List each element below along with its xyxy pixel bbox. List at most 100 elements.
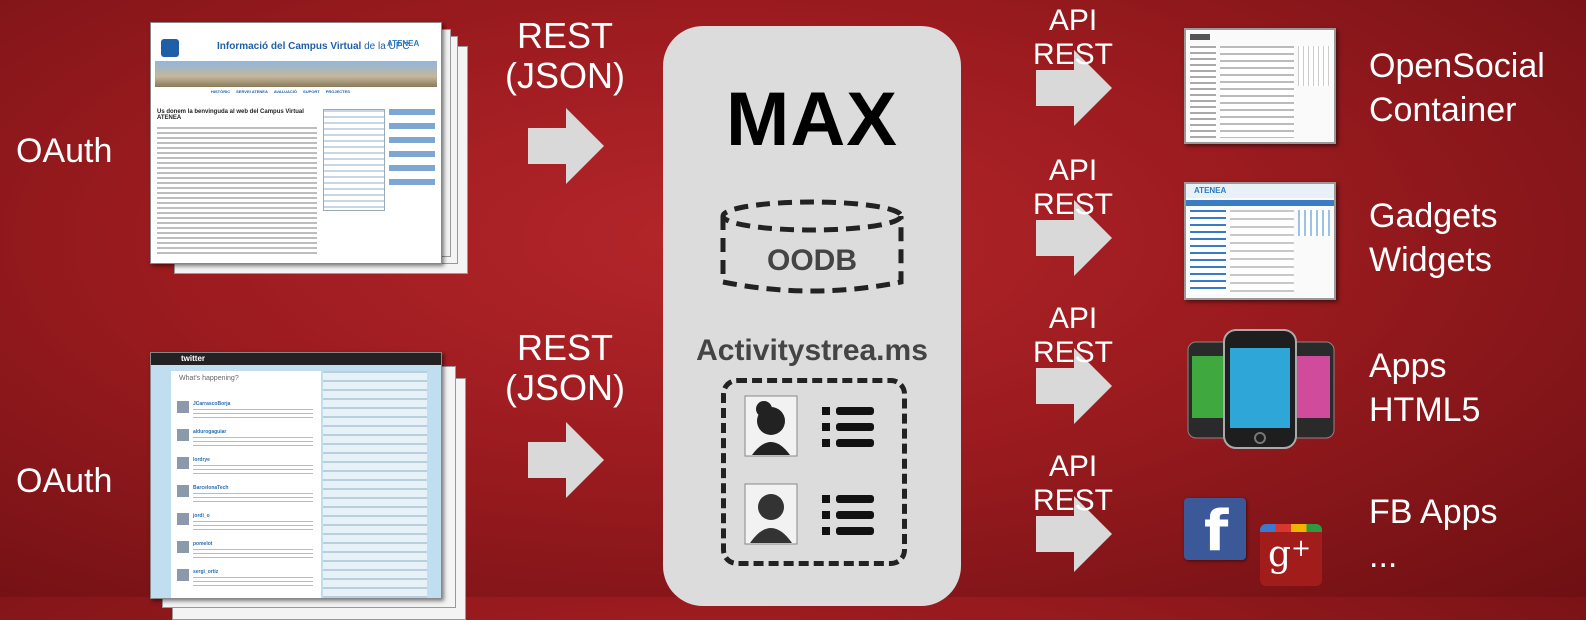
tweet-author: aldurogaguiar bbox=[193, 429, 227, 435]
tweet-avatar bbox=[177, 513, 189, 525]
twitter-prompt: What's happening? bbox=[179, 375, 239, 382]
api-label: API bbox=[1048, 302, 1098, 335]
oodb-label: OODB bbox=[767, 244, 857, 277]
gadgets-screenshot: ATENEA bbox=[1184, 182, 1336, 300]
tweet-row: lordrye bbox=[177, 457, 317, 481]
gadgets-stream bbox=[1230, 210, 1294, 294]
api-label: API bbox=[1048, 4, 1098, 37]
google-plus-icon: g+ bbox=[1260, 524, 1322, 586]
arrow-right-icon bbox=[1036, 496, 1112, 572]
campus-nav: HISTÒRIC SERVEI ATENEA AVALUACIÓ SUPORT … bbox=[211, 89, 350, 94]
rest-label: REST bbox=[1032, 484, 1113, 517]
campus-title: Informació del Campus Virtual de la UPC bbox=[217, 41, 410, 52]
rest-label: REST bbox=[1032, 188, 1113, 221]
arrow-right-icon bbox=[528, 108, 604, 184]
tweet-row: sergi_ortiz bbox=[177, 569, 317, 593]
target-line: Apps bbox=[1369, 347, 1447, 385]
tweet-text bbox=[193, 409, 313, 421]
json-label: (JSON) bbox=[505, 367, 625, 408]
activitystreams-label: Activitystrea.ms bbox=[696, 334, 928, 367]
tweet-author: sergi_ortiz bbox=[193, 569, 219, 575]
tweet-text bbox=[193, 577, 313, 589]
opensocial-sidebar bbox=[1190, 46, 1216, 138]
rest-label: REST bbox=[516, 15, 613, 56]
female-avatar-icon bbox=[744, 395, 798, 457]
database-icon bbox=[720, 199, 904, 294]
campus-virtual-screenshot: Informació del Campus Virtual de la UPC … bbox=[150, 22, 480, 274]
activity-stream-box bbox=[721, 378, 907, 566]
target-gadgets: Gadgets Widgets bbox=[1369, 194, 1498, 282]
google-colorbar bbox=[1260, 524, 1322, 532]
twitter-screenshot: twitter What's happening? JCarrascoBorja… bbox=[150, 352, 480, 620]
tweet-row: pomelot bbox=[177, 541, 317, 565]
tweet-text bbox=[193, 521, 313, 533]
tweet-row: jordi_o bbox=[177, 513, 317, 537]
api-rest-label: API REST bbox=[1028, 4, 1118, 72]
campus-title-suffix: de la UPC bbox=[361, 41, 410, 52]
json-label: (JSON) bbox=[505, 55, 625, 96]
tweet-author: lordrye bbox=[193, 457, 210, 463]
tweet-text bbox=[193, 549, 313, 561]
target-line: Gadgets bbox=[1369, 197, 1498, 235]
tweet-avatar bbox=[177, 401, 189, 413]
target-line: Widgets bbox=[1369, 241, 1492, 279]
campus-nav-item[interactable]: SUPORT bbox=[303, 89, 320, 94]
rest-label: REST bbox=[516, 327, 613, 368]
tweet-row: JCarrascoBorja bbox=[177, 401, 317, 425]
target-line: HTML5 bbox=[1369, 391, 1481, 429]
atenea-logo: ATENEA bbox=[387, 39, 420, 48]
tweet-text bbox=[193, 465, 313, 477]
campus-welcome-heading: Us donem la benvinguda al web del Campus… bbox=[157, 109, 304, 121]
gadgets-header bbox=[1186, 184, 1334, 198]
twitter-logo: twitter bbox=[181, 354, 205, 363]
target-line: OpenSocial bbox=[1369, 47, 1545, 85]
gadgets-atenea-logo: ATENEA bbox=[1194, 186, 1227, 195]
tweet-avatar bbox=[177, 485, 189, 497]
rest-label: REST bbox=[1032, 38, 1113, 71]
male-avatar-icon bbox=[744, 483, 798, 545]
target-fb-apps: FB Apps ... bbox=[1369, 490, 1498, 578]
campus-nav-item[interactable]: PROJECTES bbox=[325, 89, 350, 94]
tweet-text bbox=[193, 493, 313, 505]
tweet-author: jordi_o bbox=[193, 513, 210, 519]
campus-nav-item[interactable]: SERVEI ATENEA bbox=[236, 89, 268, 94]
campus-nav-item[interactable]: HISTÒRIC bbox=[211, 89, 231, 94]
twitter-timeline: What's happening? JCarrascoBorja alduroga… bbox=[171, 371, 321, 598]
target-line: ... bbox=[1369, 537, 1398, 575]
tweet-row: aldurogaguiar bbox=[177, 429, 317, 453]
arrow-right-icon bbox=[1036, 50, 1112, 126]
tweet-avatar bbox=[177, 569, 189, 581]
target-apps: Apps HTML5 bbox=[1369, 344, 1480, 432]
target-line: Container bbox=[1369, 91, 1517, 129]
tweet-avatar bbox=[177, 541, 189, 553]
target-opensocial: OpenSocial Container bbox=[1369, 44, 1545, 132]
tweet-avatar bbox=[177, 429, 189, 441]
tweet-author: BarcelonaTech bbox=[193, 485, 229, 491]
facebook-f-glyph: f bbox=[1204, 499, 1229, 564]
facebook-icon: f bbox=[1184, 498, 1246, 564]
tweet-author: pomelot bbox=[193, 541, 213, 547]
oauth-label-top: OAuth bbox=[16, 132, 113, 170]
campus-sidebar-logos bbox=[389, 109, 435, 189]
arrow-right-icon bbox=[1036, 348, 1112, 424]
campus-body-text bbox=[157, 127, 317, 257]
api-rest-label: API REST bbox=[1028, 302, 1118, 370]
twitter-page: twitter What's happening? JCarrascoBorja… bbox=[150, 352, 442, 599]
api-label: API bbox=[1048, 154, 1098, 187]
opensocial-calendar bbox=[1298, 46, 1330, 86]
arrow-right-icon bbox=[1036, 200, 1112, 276]
campus-nav-item[interactable]: AVALUACIÓ bbox=[273, 89, 298, 94]
arrow-right-icon bbox=[528, 422, 604, 498]
max-panel: MAX OODB Activitystrea.ms bbox=[663, 26, 961, 606]
opensocial-screenshot bbox=[1184, 28, 1336, 144]
api-label: API bbox=[1048, 450, 1098, 483]
twitter-sidebar bbox=[323, 371, 427, 598]
oauth-label-bottom: OAuth bbox=[16, 462, 113, 500]
tweet-row: BarcelonaTech bbox=[177, 485, 317, 509]
tweet-avatar bbox=[177, 457, 189, 469]
opensocial-stream bbox=[1220, 46, 1294, 138]
api-rest-label: API REST bbox=[1028, 154, 1118, 222]
rest-json-label-top: REST (JSON) bbox=[500, 16, 630, 96]
list-icon bbox=[822, 407, 874, 447]
rest-json-label-bottom: REST (JSON) bbox=[500, 328, 630, 408]
